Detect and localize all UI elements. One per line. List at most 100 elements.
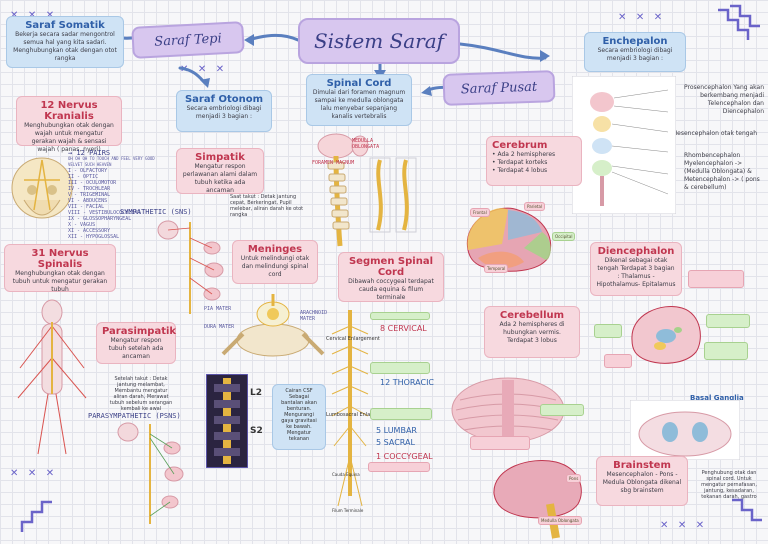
deco-crosses: ✕ ✕ ✕: [10, 468, 58, 479]
kranialis-text: Menghubungkan otak dengan wajah untuk me…: [24, 122, 114, 153]
basal-ganglia-label: Basal Ganglia: [690, 394, 744, 402]
deco-crosses: ✕ ✕ ✕: [618, 12, 666, 23]
simpatik-card: Simpatik Mengatur respon perlawanan alam…: [176, 148, 264, 194]
kranialis-heading: 12 Nervus Kranialis: [40, 100, 98, 122]
spinalis-card: 31 Nervus Spinalis Menghubungkan otak de…: [4, 244, 116, 293]
pairs-mnemonic: OH OH OH TO TOUCH AND FEEL VERY GOOD VEL…: [68, 156, 155, 167]
stair-decoration: [718, 4, 760, 40]
segment-coccygeal: 1 COCCYGEAL: [376, 452, 433, 461]
pons-label: Pons: [566, 474, 582, 483]
arachnoid-mater-label: ARACHNOID MATER: [300, 310, 328, 322]
meninges-heading: Meninges: [247, 244, 303, 255]
cerebrum-item: • Terdapat korteks: [492, 159, 548, 166]
brainstem-note: Penghubung otak dan spinal cord. Untuk m…: [701, 470, 757, 500]
diencephalon-card: Diencephalon Dikenal sebagai otak tengah…: [590, 242, 682, 296]
embryology-illustration: [572, 76, 676, 214]
parasimpatik-card: Parasimpatik Mengatur respon tubuh setel…: [96, 322, 176, 364]
pair-item: VI - ABDUCENS: [68, 198, 108, 204]
pair-item: V - TRIGEMINAL: [68, 192, 111, 198]
meninges-card: Meninges Untuk melindungi otak dan melin…: [232, 240, 318, 284]
medulla-oblongata-tag: Medulla Oblongata: [538, 516, 582, 525]
cerebellum-tag: [540, 404, 584, 416]
sympathetic-illustration: [157, 220, 224, 314]
cauda-equina-label: Cauda Equina: [332, 472, 360, 477]
thalamus-tag: [688, 270, 744, 288]
cerebrum-item-text: Terdapat korteks: [497, 159, 548, 166]
foramen-magnum-label: FORAMEN MAGNUM: [312, 160, 355, 166]
cranial-pairs-list: → 12 PAIRS OH OH OH TO TOUCH AND FEEL VE…: [68, 149, 158, 241]
brain-lobes-illustration: [466, 207, 552, 272]
pair-item: IV - TROCHLEAR: [68, 186, 111, 192]
brainstem-heading: Brainstem: [613, 460, 671, 471]
sympathetic-label: SYMPATHETIC (SNS): [120, 208, 192, 216]
segmen-text: Dibawah coccygeal terdapat cauda equina …: [348, 278, 434, 301]
skull-illustration: [11, 157, 73, 219]
spinal-cord-text: Dimulai dari foramen magnum sampai ke me…: [312, 89, 406, 120]
cervical-enlargement-label: Cervical Enlargement: [326, 336, 380, 342]
segment-tag: [370, 408, 432, 420]
pair-item: XII - HYPOGLOSSAL: [68, 234, 120, 240]
segmen-card: Segmen Spinal Cord Dibawah coccygeal ter…: [338, 252, 444, 302]
spinal-segments-illustration: [331, 310, 369, 507]
cerebrum-item-text: Terdapat 4 lobus: [497, 167, 548, 174]
saraf-pusat-title: Saraf Pusat: [442, 70, 556, 106]
spinal-cord-illustration: [317, 133, 417, 247]
csf-card: Cairan CSF Sebagai bantalan akan bentura…: [272, 384, 326, 450]
occipital-lobe-label: Occipital: [552, 232, 576, 241]
saraf-tepi-title: Saraf Tepi: [131, 21, 245, 59]
frontal-lobe-label: Frontal: [470, 208, 490, 217]
deco-crosses: ✕ ✕ ✕: [660, 520, 708, 531]
segmen-heading: Segmen Spinal Cord: [348, 256, 434, 278]
cerebellum-tag: [470, 436, 530, 450]
stair-decoration: [732, 498, 762, 522]
segment-tag: [368, 462, 430, 472]
enchepalon-text: Secara embriologi dibagi menjadi 3 bagia…: [597, 47, 673, 62]
spinal-cord-card: Spinal Cord Dimulai dari foramen magnum …: [306, 74, 412, 126]
somatik-text: Bekerja secara sadar mengontrol semua ha…: [13, 31, 117, 62]
basal-ganglia-tag: [594, 324, 622, 338]
enchepalon-card: Enchepalon Secara embriologi dibagi menj…: [584, 32, 686, 72]
simpatik-note: Saat takut : Detak jantung cepat, Berker…: [230, 194, 304, 218]
pia-mater-label: PIA MATER: [204, 306, 232, 312]
temporal-lobe-label: Temporal: [484, 264, 509, 273]
parasimpatik-note: Setelah takut : Detak jantung melambat, …: [109, 376, 173, 412]
spinal-cord-heading: Spinal Cord: [326, 78, 392, 89]
cerebrum-item-text: Ada 2 hemispheres: [497, 151, 556, 158]
brainstem-illustration: [493, 460, 582, 539]
parietal-lobe-label: Parietal: [524, 202, 546, 211]
parasympathetic-label: PARASYMPATHETIC (PSNS): [88, 412, 181, 420]
deco-crosses: ✕ ✕ ✕: [180, 64, 228, 75]
deco-crosses: ✕ ✕ ✕: [10, 10, 57, 21]
cerebellum-card: Cerebellum Ada 2 hemispheres di hubungka…: [484, 306, 580, 358]
spinalis-heading: 31 Nervus Spinalis: [31, 248, 89, 270]
diencephalon-text: Dikenal sebagai otak tengah Terdapat 3 b…: [596, 257, 676, 288]
segment-sacral: 5 SACRAL: [376, 438, 415, 447]
somatik-card: Saraf Somatik Bekerja secara sadar mengo…: [6, 16, 124, 68]
pairs-heading: → 12 PAIRS: [68, 149, 111, 157]
spinalis-text: Menghubungkan otak dengan tubuh untuk me…: [12, 270, 108, 293]
csf-label-l2: L2: [250, 388, 262, 398]
parasympathetic-illustration: [117, 422, 184, 524]
pair-item: II - OPTIC: [68, 174, 99, 180]
pair-item: IX - GLOSSOPHARYNGEAL: [68, 216, 132, 222]
segment-lumbar: 5 LUMBAR: [376, 426, 417, 435]
segment-tag: [370, 312, 430, 320]
epithalamus-tag: [706, 314, 750, 328]
lumbosacral-enlargement-label: Lumbosacral Enlargement: [326, 412, 392, 418]
rhombencephalon-note: Rhombencephalon Myelencephalon -> (Medul…: [684, 152, 760, 191]
simpatik-heading: Simpatik: [195, 152, 245, 163]
somatik-heading: Saraf Somatik: [25, 20, 105, 31]
medulla-oblongata-label: MEDULLA OBLONGATA: [352, 138, 380, 150]
hypothalamus-tag: [604, 354, 632, 368]
otonom-card: Saraf Otonom Secara embriologi dibagi me…: [176, 90, 272, 132]
prosencephalon-note: Prosencephalon Yang akan berkembang menj…: [683, 84, 764, 115]
page-title: Sistem Saraf: [298, 18, 460, 64]
stair-decoration: [20, 500, 52, 532]
otonom-text: Secara embriologi dibagi menjadi 3 bagia…: [186, 105, 262, 120]
pair-item: VII - FACIAL: [68, 204, 105, 210]
cerebellum-heading: Cerebellum: [499, 310, 565, 321]
dura-mater-label: DURA MATER: [204, 324, 235, 330]
cerebellum-illustration: [451, 377, 565, 443]
pair-item: VIII - VESTIBULOCOCHLEAR: [68, 210, 141, 216]
kranialis-card: 12 Nervus Kranialis Menghubungkan otak d…: [16, 96, 122, 153]
